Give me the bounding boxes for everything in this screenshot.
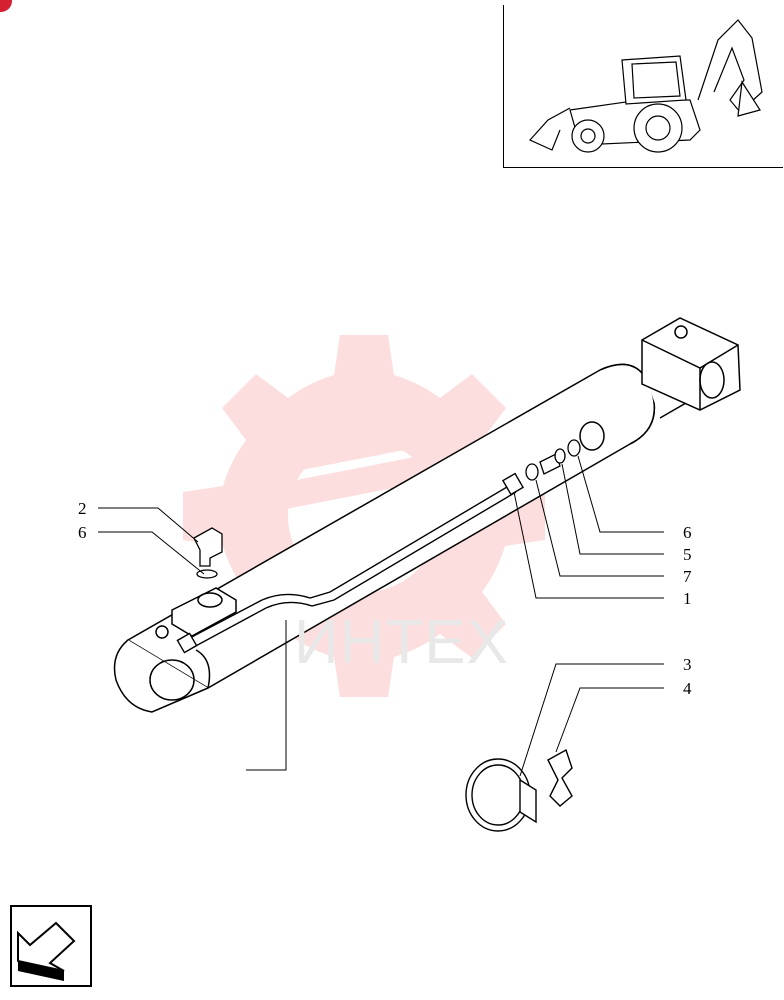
callout-1[interactable]: 1 (683, 589, 692, 608)
leader-lines (98, 455, 664, 777)
backhoe-loader-icon (529, 19, 763, 153)
watermark-text: ИНТЕХ (294, 608, 509, 677)
nav-back-button[interactable] (10, 905, 92, 987)
hydraulic-cylinder (113, 317, 741, 713)
machine-thumbnail-frame (503, 5, 783, 168)
hydraulic-tube (176, 472, 525, 654)
callout-4[interactable]: 4 (683, 679, 692, 698)
hose-clamp (465, 758, 537, 832)
callout-5[interactable]: 5 (683, 545, 692, 564)
callout-6-left[interactable]: 6 (78, 523, 87, 542)
fittings (193, 439, 581, 579)
callout-6-right[interactable]: 6 (683, 523, 692, 542)
callout-7[interactable]: 7 (683, 567, 692, 586)
callout-2[interactable]: 2 (78, 499, 87, 518)
clamp-bracket (547, 748, 573, 807)
callout-3[interactable]: 3 (683, 655, 692, 674)
